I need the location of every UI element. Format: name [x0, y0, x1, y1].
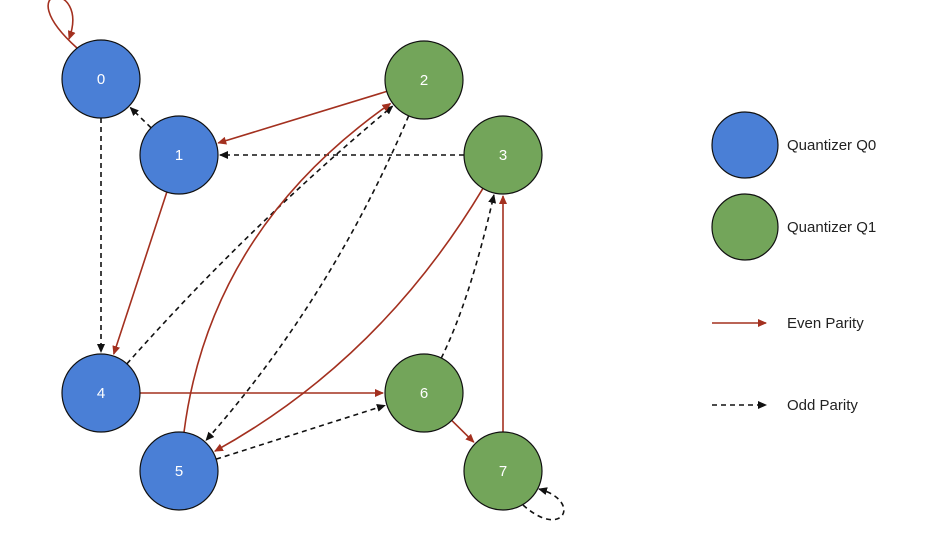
node-1-circle	[139, 115, 219, 195]
edge-6-7-even	[451, 419, 475, 443]
node-7-circle	[463, 431, 543, 511]
node-3: 3	[463, 115, 543, 195]
node-3-label: 3	[499, 147, 507, 164]
node-2: 2	[384, 40, 464, 120]
legend-even-label: Even Parity	[787, 315, 864, 332]
edge-2-1-even	[217, 90, 387, 145]
node-4-label: 4	[97, 385, 105, 402]
node-2-label: 2	[420, 72, 428, 89]
node-4: 4	[61, 353, 141, 433]
legend: Quantizer Q0 Quantizer Q1 Even Parity Od…	[711, 111, 876, 414]
nodes-layer: 0 1 2 3 4 5 6 7	[61, 39, 543, 511]
legend-q0-swatch	[711, 111, 779, 179]
edge-6-3-odd	[440, 194, 497, 359]
legend-q0-label: Quantizer Q0	[787, 137, 876, 154]
node-7-label: 7	[499, 463, 507, 480]
node-1: 1	[139, 115, 219, 195]
edge-1-4-even	[112, 191, 168, 355]
node-0-circle	[61, 39, 141, 119]
node-6-label: 6	[420, 385, 428, 402]
node-6-circle	[384, 353, 464, 433]
edge-1-0-odd	[129, 106, 152, 129]
edge-5-2-even	[183, 102, 392, 433]
edge-0-0-even	[47, 0, 78, 49]
node-4-circle	[61, 353, 141, 433]
edges-layer	[47, 0, 565, 521]
legend-q1-label: Quantizer Q1	[787, 219, 876, 236]
node-6: 6	[384, 353, 464, 433]
node-5-circle	[139, 431, 219, 511]
edge-2-5-odd	[205, 115, 410, 442]
edge-4-2-odd	[126, 105, 394, 365]
legend-odd-label: Odd Parity	[787, 397, 858, 414]
legend-q1-swatch	[711, 193, 779, 261]
node-0: 0	[61, 39, 141, 119]
node-7: 7	[463, 431, 543, 511]
node-3-circle	[463, 115, 543, 195]
edge-3-5-even	[214, 188, 484, 452]
node-2-circle	[384, 40, 464, 120]
node-5: 5	[139, 431, 219, 511]
node-5-label: 5	[175, 463, 183, 480]
edge-7-7-odd	[522, 487, 565, 521]
node-1-label: 1	[175, 147, 183, 164]
node-0-label: 0	[97, 71, 105, 88]
edge-5-6-odd	[215, 404, 386, 460]
